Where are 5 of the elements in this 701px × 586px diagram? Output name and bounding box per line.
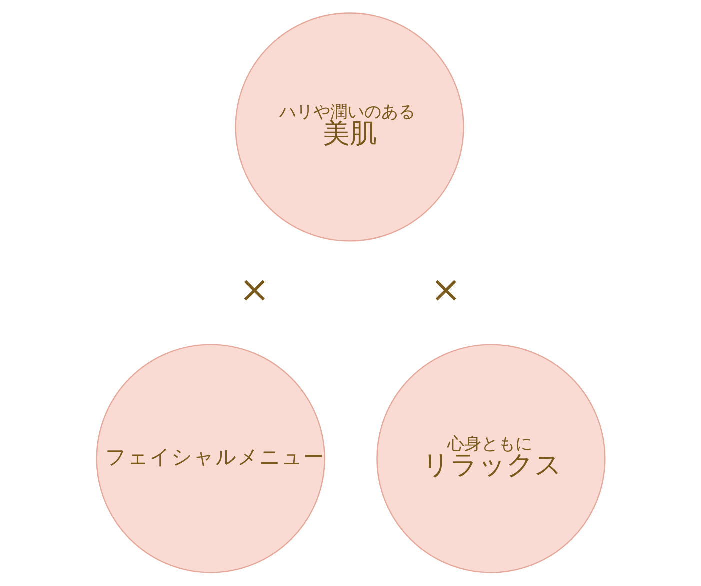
label: × <box>430 268 461 312</box>
node-circle: ハリや潤いのある 美肌 <box>234 12 464 242</box>
label: × <box>238 268 270 312</box>
node-circle: フェイシャルメニュー <box>96 344 325 574</box>
node-circle: 心身ともに リラックス <box>376 344 606 574</box>
